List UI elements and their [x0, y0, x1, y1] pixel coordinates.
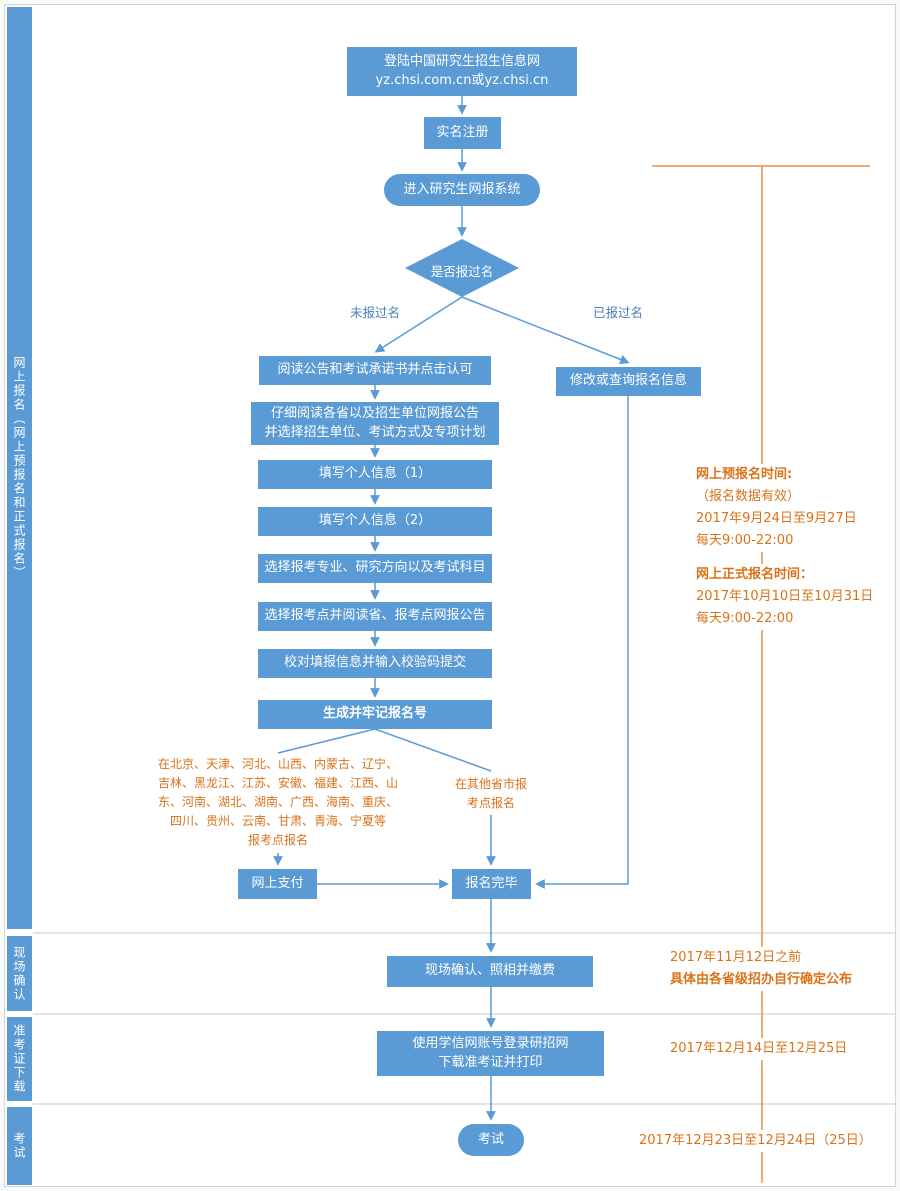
note-province-list: 在北京、天津、河北、山西、内蒙古、辽宁、 吉林、黑龙江、江苏、安徽、福建、江西、… [147, 755, 409, 850]
decision-diamond [405, 239, 519, 297]
annotation-formal-signup-time: 网上正式报名时间： 2017年10月10日至10月31日 每天9:00-22:0… [694, 564, 876, 630]
timeline-line [652, 165, 870, 1183]
flow-node-login: 登陆中国研究生招生信息网 yz.chsi.com.cn或yz.chsi.cn [347, 47, 577, 96]
flow-arrows [273, 96, 630, 1121]
decision-label: 是否报过名 [430, 264, 494, 279]
flow-node-signup-complete: 报名完毕 [452, 869, 531, 899]
sidebar-section-exam: 考试 [7, 1107, 32, 1185]
sidebar-section-ticket-download: 准考证下载 [7, 1017, 32, 1101]
flow-node-onsite-confirm: 现场确认、照相并缴费 [387, 956, 593, 987]
pre-signup-note: （报名数据有效） [694, 486, 859, 508]
flow-node-read-notice: 阅读公告和考试承诺书并点击认可 [259, 356, 491, 385]
annotation-pre-signup-time: 网上预报名时间: （报名数据有效） 2017年9月24日至9月27日 每天9:0… [694, 464, 859, 552]
note-other-province: 在其他省市报 考点报名 [441, 775, 541, 813]
flow-node-read-province-notice: 仔细阅读各省以及招生单位网报公告 并选择招生单位、考试方式及专项计划 [251, 402, 499, 445]
section-divider-lines [33, 932, 895, 1105]
flow-node-choose-site: 选择报考点并阅读省、报考点网报公告 [258, 602, 492, 631]
flow-node-download-ticket: 使用学信网账号登录研招网 下载准考证并打印 [377, 1031, 604, 1076]
confirm-detail: 具体由各省级招办自行确定公布 [668, 969, 855, 991]
annotation-exam-time: 2017年12月23日至12月24日（25日） [637, 1130, 874, 1152]
flow-node-online-pay: 网上支付 [238, 869, 317, 899]
sidebar-section-online-signup: 网上报名（网上预报名和正式报名） [7, 7, 32, 929]
flow-node-verify-submit: 校对填报信息并输入校验码提交 [258, 649, 492, 678]
pre-signup-title: 网上预报名时间: [694, 464, 859, 486]
flow-node-exam: 考试 [458, 1124, 524, 1156]
download-dates: 2017年12月14日至12月25日 [668, 1038, 850, 1060]
flow-node-fill-info-2: 填写个人信息（2） [258, 507, 492, 536]
branch-label-registered: 已报过名 [592, 305, 643, 320]
confirm-deadline: 2017年11月12日之前 [668, 947, 855, 969]
formal-signup-dates: 2017年10月10日至10月31日 [694, 586, 876, 608]
flow-node-signup-number: 生成并牢记报名号 [258, 700, 492, 729]
pre-signup-dates: 2017年9月24日至9月27日 [694, 508, 859, 530]
formal-signup-title: 网上正式报名时间： [694, 564, 876, 586]
formal-signup-hours: 每天9:00-22:00 [694, 608, 876, 630]
sidebar-section-onsite-confirm: 现场确认 [7, 936, 32, 1011]
branch-label-not-registered: 未报过名 [349, 305, 400, 320]
pre-signup-hours: 每天9:00-22:00 [694, 530, 859, 552]
flow-node-fill-info-1: 填写个人信息（1） [258, 460, 492, 489]
flow-node-choose-major: 选择报考专业、研究方向以及考试科目 [258, 554, 492, 583]
flow-node-register: 实名注册 [424, 117, 501, 149]
exam-dates: 2017年12月23日至12月24日（25日） [637, 1130, 874, 1152]
flow-node-enter-system: 进入研究生网报系统 [384, 174, 540, 206]
flow-node-modify-info: 修改或查询报名信息 [556, 367, 701, 396]
annotation-confirm-time: 2017年11月12日之前 具体由各省级招办自行确定公布 [668, 947, 855, 991]
annotation-download-time: 2017年12月14日至12月25日 [668, 1038, 850, 1060]
